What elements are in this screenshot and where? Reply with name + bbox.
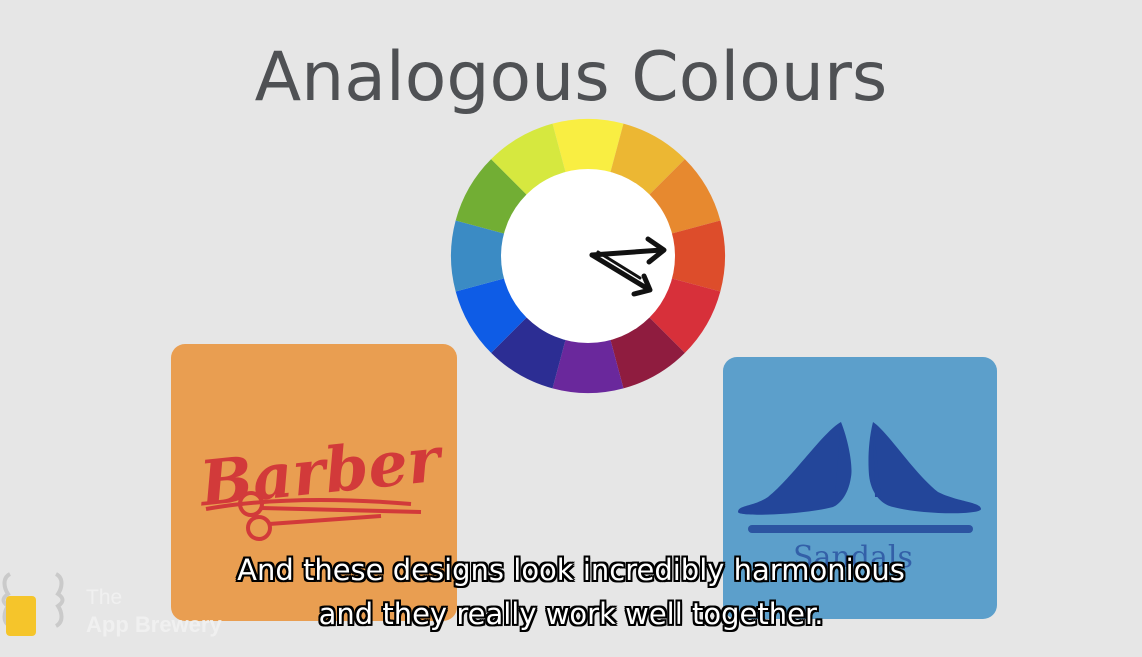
slide-title: Analogous Colours [254, 38, 888, 117]
subtitle-line-2: and they really work well together. [318, 597, 824, 631]
app-brewery-watermark [0, 566, 250, 646]
high-heel-shoes-icon [738, 422, 981, 533]
barber-logo-card: Barber [171, 344, 457, 621]
hand-drawn-arrows-icon [589, 236, 667, 297]
svg-text:Sandals: Sandals [793, 540, 913, 575]
brand-line-name: App Brewery [86, 612, 222, 637]
subtitle-caption: And these designs look incredibly harmon… [0, 548, 1142, 636]
brand-line-the: The [86, 586, 123, 609]
curly-braces-mug-icon [1, 572, 65, 636]
scissors-icon [238, 491, 422, 541]
colour-wheel-center [501, 169, 675, 343]
sandals-logo-card: Sandals [723, 357, 997, 619]
subtitle-line-1: And these designs look incredibly harmon… [237, 553, 905, 587]
colour-wheel [451, 119, 725, 393]
